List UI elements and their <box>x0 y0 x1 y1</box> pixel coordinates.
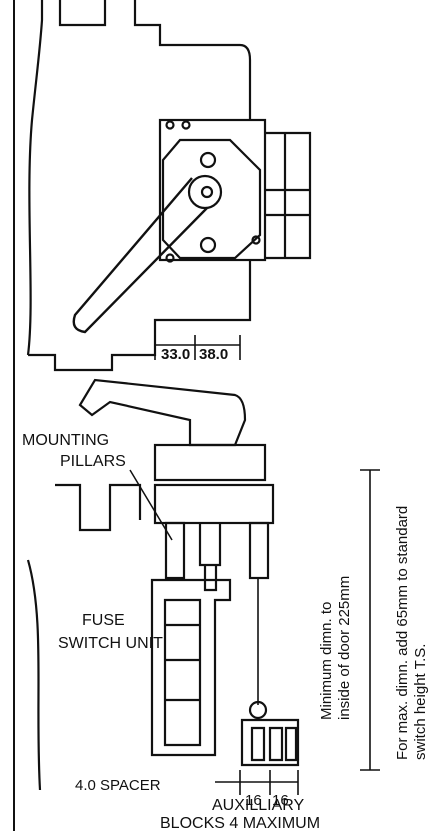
label-pillars: PILLARS <box>60 453 126 470</box>
rotated-notes: Minimum dimn. to inside of door 225mm <box>318 576 353 720</box>
screw-icon <box>165 120 175 130</box>
screw-icon <box>181 120 191 130</box>
hub-screw-icon <box>200 185 214 199</box>
note-max-line1: For max. dimn. add 65mm to standard <box>394 506 411 760</box>
label-blocks: BLOCKS 4 MAXIMUM <box>160 815 320 831</box>
label-switch-unit: SWITCH UNIT <box>58 635 163 652</box>
rotated-notes-max: For max. dimn. add 65mm to standard swit… <box>394 506 429 760</box>
central-shaft <box>198 523 222 592</box>
note-min-line2: inside of door 225mm <box>336 576 353 720</box>
label-mounting: MOUNTING <box>22 432 109 449</box>
switch-side-box <box>265 131 312 260</box>
screw-icon <box>199 236 217 254</box>
handle-base <box>153 443 267 482</box>
handle-hub <box>187 174 223 210</box>
top-view <box>13 0 312 831</box>
label-aux-width-1: 16 <box>245 792 262 809</box>
screw-icon <box>251 235 261 245</box>
aux-blocks <box>240 718 300 767</box>
screw-icon <box>165 253 175 263</box>
lever-handle <box>72 177 208 334</box>
fuse-switch-body <box>150 578 232 757</box>
label-aux-width-2: 16 <box>272 792 289 809</box>
note-min-line1: Minimum dimn. to <box>318 602 335 720</box>
door-panel-outline <box>26 0 252 372</box>
label-spacer: 4.0 SPACER <box>75 777 161 794</box>
side-handle <box>78 378 247 447</box>
handle-plate <box>161 138 262 260</box>
note-max-line2: switch height T.S. <box>412 644 429 760</box>
main-block <box>153 483 275 525</box>
label-fuse: FUSE <box>82 612 125 629</box>
side-door-panel <box>26 483 142 791</box>
dimension-lines-bottom <box>215 770 299 795</box>
mounting-pillar <box>164 521 186 580</box>
label-auxilliary: AUXILLIARY <box>212 797 305 814</box>
dimension-label-33: 33.0 <box>161 346 190 363</box>
screw-icon <box>199 151 217 169</box>
mounting-pillar <box>248 521 270 580</box>
dimension-label-38: 38.0 <box>199 346 228 363</box>
side-view <box>26 378 380 795</box>
dimension-lines-top <box>154 335 241 360</box>
